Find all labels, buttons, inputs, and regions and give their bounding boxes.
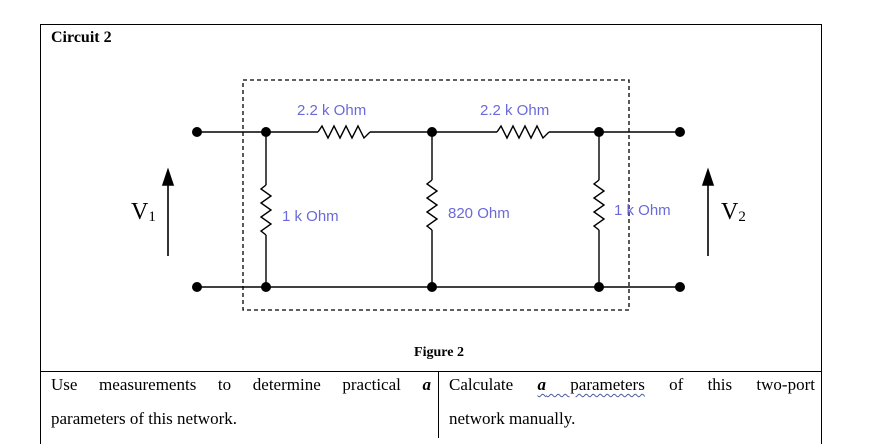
table-top-border	[40, 371, 822, 372]
node-bottom-3	[594, 282, 604, 292]
table-column-divider	[438, 371, 439, 438]
shunt-resistor-2	[425, 132, 439, 287]
cell-left-text-1: Use measurements to determine practical	[51, 375, 423, 394]
output-terminal-bottom	[675, 282, 685, 292]
top-rail	[197, 124, 680, 140]
cell-right-spellcheck-word: parameters	[545, 375, 645, 394]
label-v2-sub: 2	[738, 209, 746, 225]
v1-arrow-icon	[161, 167, 175, 256]
label-series-resistor-2: 2.2 k Ohm	[480, 102, 549, 119]
output-terminal-top	[675, 127, 685, 137]
label-series-resistor-1: 2.2 k Ohm	[297, 102, 366, 119]
label-shunt-resistor-1: 1 k Ohm	[282, 208, 339, 225]
section-title: Circuit 2	[51, 29, 112, 46]
cell-right-text-2: of this two-port	[644, 375, 815, 394]
table-cell-calculation: Calculate a parameters of this two-port …	[449, 368, 815, 436]
two-port-boundary	[242, 79, 630, 311]
label-shunt-resistor-3: 1 k Ohm	[614, 202, 671, 219]
node-bottom-2	[427, 282, 437, 292]
circuit-nodes	[192, 127, 685, 292]
input-terminal-top	[192, 127, 202, 137]
node-bottom-1	[261, 282, 271, 292]
figure-caption: Figure 2	[414, 345, 464, 360]
label-v1-main: V	[131, 199, 149, 225]
v2-arrow-icon	[701, 167, 715, 256]
cell-left-line-2: parameters of this network.	[51, 409, 237, 428]
label-v2: V2	[721, 199, 746, 225]
cell-right-emphasis: a	[537, 375, 546, 394]
label-v1-sub: 1	[148, 209, 156, 225]
label-shunt-resistor-2: 820 Ohm	[448, 205, 510, 222]
cell-right-line-2: network manually.	[449, 409, 576, 428]
input-terminal-bottom	[192, 282, 202, 292]
label-v1: V1	[131, 199, 156, 225]
shunt-resistor-1	[259, 132, 273, 287]
table-cell-measurement: Use measurements to determine practical …	[51, 368, 431, 436]
shunt-resistor-3	[592, 132, 606, 287]
cell-left-emphasis: a	[422, 375, 432, 394]
node-top-1	[261, 127, 271, 137]
node-top-3	[594, 127, 604, 137]
label-v2-main: V	[721, 199, 739, 225]
node-top-2	[427, 127, 437, 137]
cell-right-text-1: Calculate	[449, 375, 538, 394]
cell-right-line-1: Calculate a parameters of this two-port	[449, 368, 815, 402]
cell-left-line-1: Use measurements to determine practical …	[51, 368, 431, 402]
content-frame	[40, 24, 822, 444]
